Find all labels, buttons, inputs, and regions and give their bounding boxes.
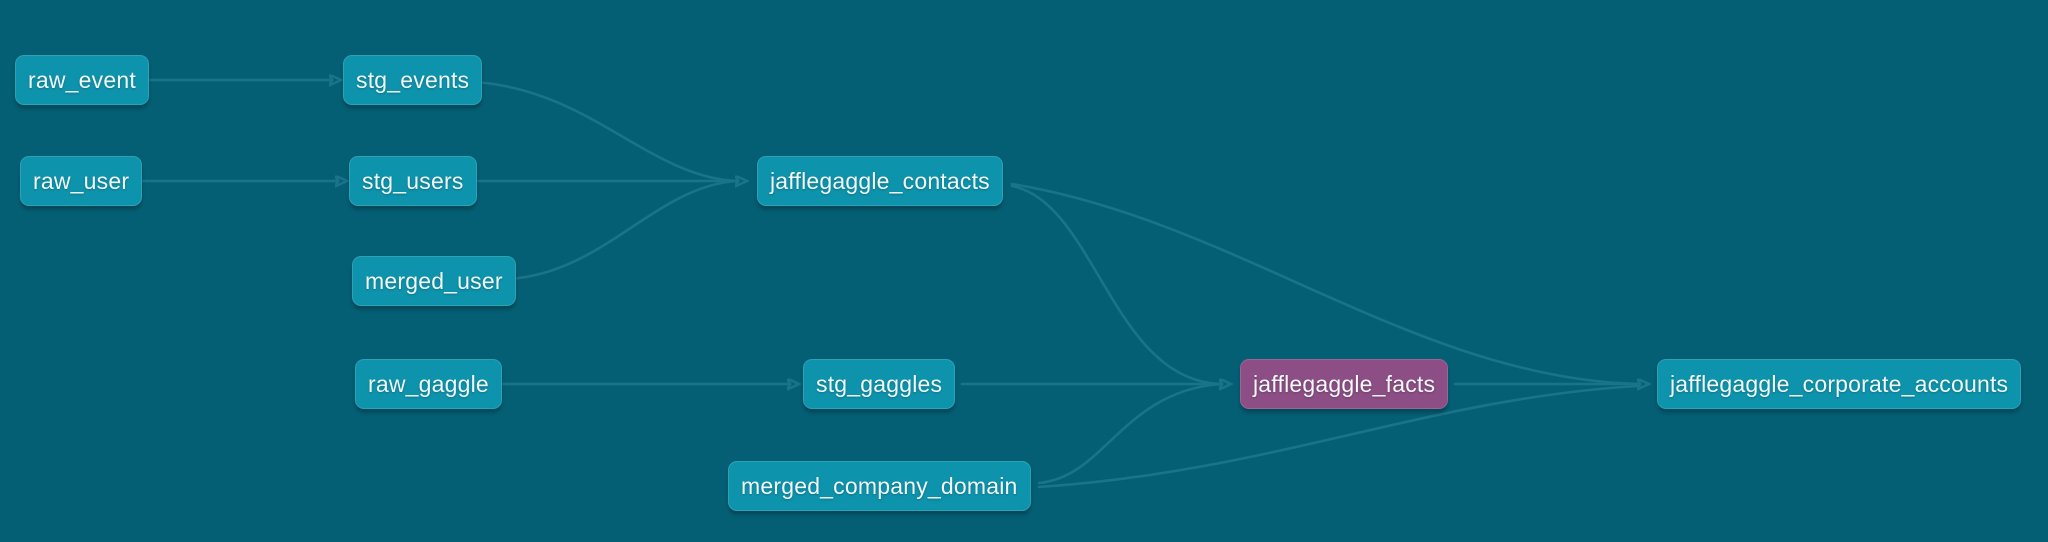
node-label: raw_user	[33, 168, 130, 194]
edge-merged_user-to-jafflegaggle_contacts	[508, 179, 738, 281]
node-jafflegaggle_facts[interactable]: jafflegaggle_facts	[1240, 359, 1449, 409]
node-raw_gaggle[interactable]: raw_gaggle	[355, 359, 502, 409]
edge-stg_events-to-jafflegaggle_contacts	[473, 80, 738, 183]
node-stg_users[interactable]: stg_users	[349, 156, 477, 206]
edge-jafflegaggle_contacts-to-jafflegaggle_corporate_accounts	[1010, 182, 1640, 386]
node-label: jafflegaggle_contacts	[770, 168, 990, 194]
node-label: merged_company_domain	[741, 473, 1018, 499]
node-stg_gaggles[interactable]: stg_gaggles	[803, 359, 956, 409]
node-label: jafflegaggle_corporate_accounts	[1670, 371, 2009, 397]
node-merged_company_domain[interactable]: merged_company_domain	[728, 461, 1031, 511]
edge-merged_company_domain-to-jafflegaggle_corporate_accounts	[1037, 384, 1640, 489]
node-jafflegaggle_corporate_accounts[interactable]: jafflegaggle_corporate_accounts	[1657, 359, 2022, 409]
node-raw_user[interactable]: raw_user	[20, 156, 143, 206]
node-jafflegaggle_contacts[interactable]: jafflegaggle_contacts	[757, 156, 1003, 206]
node-label: raw_event	[28, 67, 136, 93]
node-label: stg_gaggles	[816, 371, 943, 397]
node-label: jafflegaggle_facts	[1253, 371, 1436, 397]
node-raw_event[interactable]: raw_event	[15, 55, 149, 105]
node-merged_user[interactable]: merged_user	[352, 256, 516, 306]
edge-merged_company_domain-to-jafflegaggle_facts	[1037, 382, 1222, 485]
node-stg_events[interactable]: stg_events	[343, 55, 483, 105]
node-label: merged_user	[365, 268, 503, 294]
node-label: stg_users	[362, 168, 464, 194]
edge-jafflegaggle_contacts-to-jafflegaggle_facts	[1010, 184, 1222, 386]
node-label: stg_events	[356, 67, 470, 93]
node-label: raw_gaggle	[368, 371, 489, 397]
